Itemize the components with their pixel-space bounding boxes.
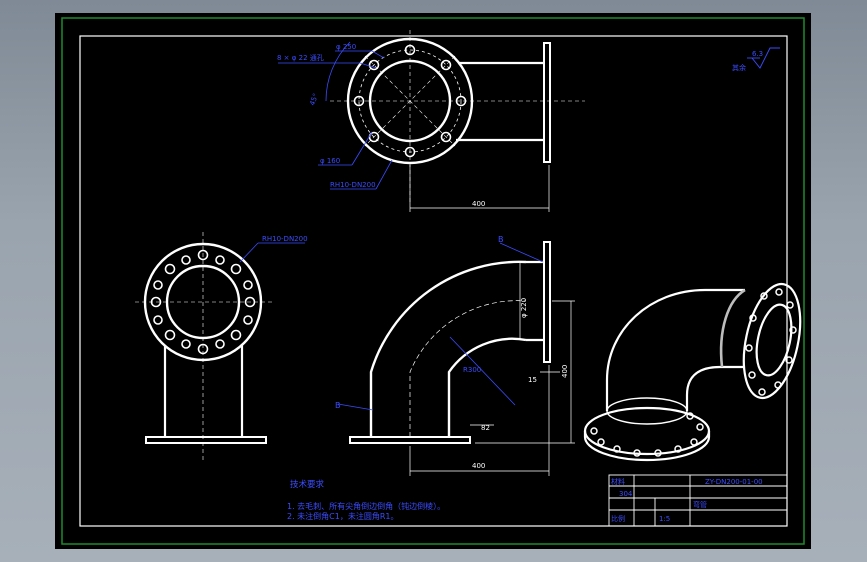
- iso-inner-bend: [685, 365, 745, 411]
- bolt-hole: [164, 263, 176, 275]
- bolt-hole: [696, 423, 704, 431]
- front-base-flange: [349, 436, 471, 444]
- note-item-1: 1. 去毛刺、所有尖角倒边倒角（钝边倒棱）。: [287, 501, 445, 511]
- roughness-symbol: [747, 47, 780, 69]
- left-base-flange: [145, 436, 267, 444]
- section-label-bottom: B: [335, 401, 341, 410]
- iso-weld-seam: [719, 288, 746, 368]
- front-height-dimension: 400: [561, 365, 569, 378]
- bolt-hole: [181, 255, 191, 265]
- section-label-top: B: [498, 235, 504, 244]
- bolt-hole: [748, 371, 756, 379]
- left-center-lines: [135, 232, 272, 462]
- front-leaders: [337, 242, 544, 411]
- scale-value: 1:5: [659, 515, 670, 523]
- bolt-hole: [686, 412, 694, 420]
- bolt-hole: [597, 438, 605, 446]
- top-end-flange: [543, 42, 551, 163]
- iso-outer-bend: [605, 288, 745, 411]
- inner-border: [79, 35, 788, 527]
- elbow-inner-arc: [447, 337, 527, 437]
- bolt-hole: [786, 301, 794, 309]
- bolt-hole: [181, 339, 191, 349]
- bolt-hole: [674, 445, 682, 453]
- bolt-hole: [153, 280, 163, 290]
- isometric-view: [583, 282, 802, 462]
- material-label: 材料: [611, 477, 625, 486]
- bolt-hole: [230, 329, 242, 341]
- elbow-centerline-arc: [409, 300, 527, 437]
- bolt-hole: [774, 381, 782, 389]
- bolt-hole: [789, 326, 797, 334]
- angle-arc: [325, 41, 351, 102]
- left-leader: [239, 242, 305, 263]
- front-width-dimension: 400: [472, 462, 485, 470]
- bolt-hole: [153, 315, 163, 325]
- iso-end-bolt-holes: [745, 288, 797, 396]
- inner-diameter-label: φ 160: [320, 157, 340, 165]
- top-leaders: [278, 50, 393, 190]
- iso-end-flange-inner: [755, 303, 793, 377]
- bolt-hole: [785, 356, 793, 364]
- left-view: [135, 232, 272, 462]
- bolt-hole: [758, 388, 766, 396]
- drawing-sheet: [55, 13, 811, 549]
- bolt-hole: [243, 315, 253, 325]
- top-center-lines: [330, 30, 585, 205]
- bolt-hole: [368, 59, 380, 71]
- iso-end-flange-outer: [742, 282, 802, 400]
- roughness-value: 6.3: [752, 50, 763, 58]
- bolt-hole: [440, 131, 452, 143]
- front-dimension-lines: [409, 262, 575, 476]
- title-block: [608, 474, 788, 527]
- top-dimension-lines: [409, 165, 550, 212]
- bend-radius-label: R300: [463, 366, 481, 374]
- small-dimension: 15: [528, 376, 537, 384]
- outer-border: [61, 17, 805, 545]
- elbow-outer-arc: [369, 260, 527, 437]
- base-offset-dimension: 82: [481, 424, 490, 432]
- bolt-hole: [164, 329, 176, 341]
- bolt-hole: [230, 263, 242, 275]
- bolt-hole: [440, 59, 452, 71]
- bolt-hole: [633, 449, 641, 457]
- bolt-hole: [215, 339, 225, 349]
- bolt-hole: [243, 280, 253, 290]
- part-name: 弯管: [693, 500, 707, 509]
- flange-diameter-dimension: φ 220: [520, 298, 528, 318]
- bolt-hole: [654, 449, 662, 457]
- bolt-hole: [749, 314, 757, 322]
- bolt-hole: [760, 292, 768, 300]
- bolt-hole: [690, 438, 698, 446]
- bolt-hole: [590, 427, 598, 435]
- bolt-hole: [775, 288, 783, 296]
- bolt-hole-label: 8 × φ 22 通孔: [277, 53, 324, 62]
- bolt-circle-label: φ 250: [336, 43, 356, 51]
- scale-label: 比例: [611, 514, 625, 523]
- notes-title: 技术要求: [290, 479, 325, 490]
- front-end-flange: [543, 241, 551, 363]
- top-length-dimension: 400: [472, 200, 485, 208]
- material-value: 304: [619, 490, 633, 498]
- iso-base-flange-side: [583, 431, 711, 462]
- drawing-number: ZY-DN200-01-00: [705, 478, 763, 486]
- iso-base-bolt-holes: [590, 412, 704, 457]
- bolt-hole: [197, 249, 209, 261]
- bolt-hole: [368, 131, 380, 143]
- left-flange-label: RH10-DN200: [262, 235, 308, 243]
- front-view: [349, 241, 551, 444]
- bolt-hole: [613, 445, 621, 453]
- top-view: [325, 30, 585, 205]
- note-item-2: 2. 未注倒角C1，未注圆角R1。: [287, 511, 399, 521]
- bolt-hole: [745, 344, 753, 352]
- angle-label: 45°: [308, 92, 320, 106]
- top-flange-label: RH10-DN200: [330, 181, 376, 189]
- roughness-label: 其余: [732, 63, 746, 72]
- bolt-hole: [215, 255, 225, 265]
